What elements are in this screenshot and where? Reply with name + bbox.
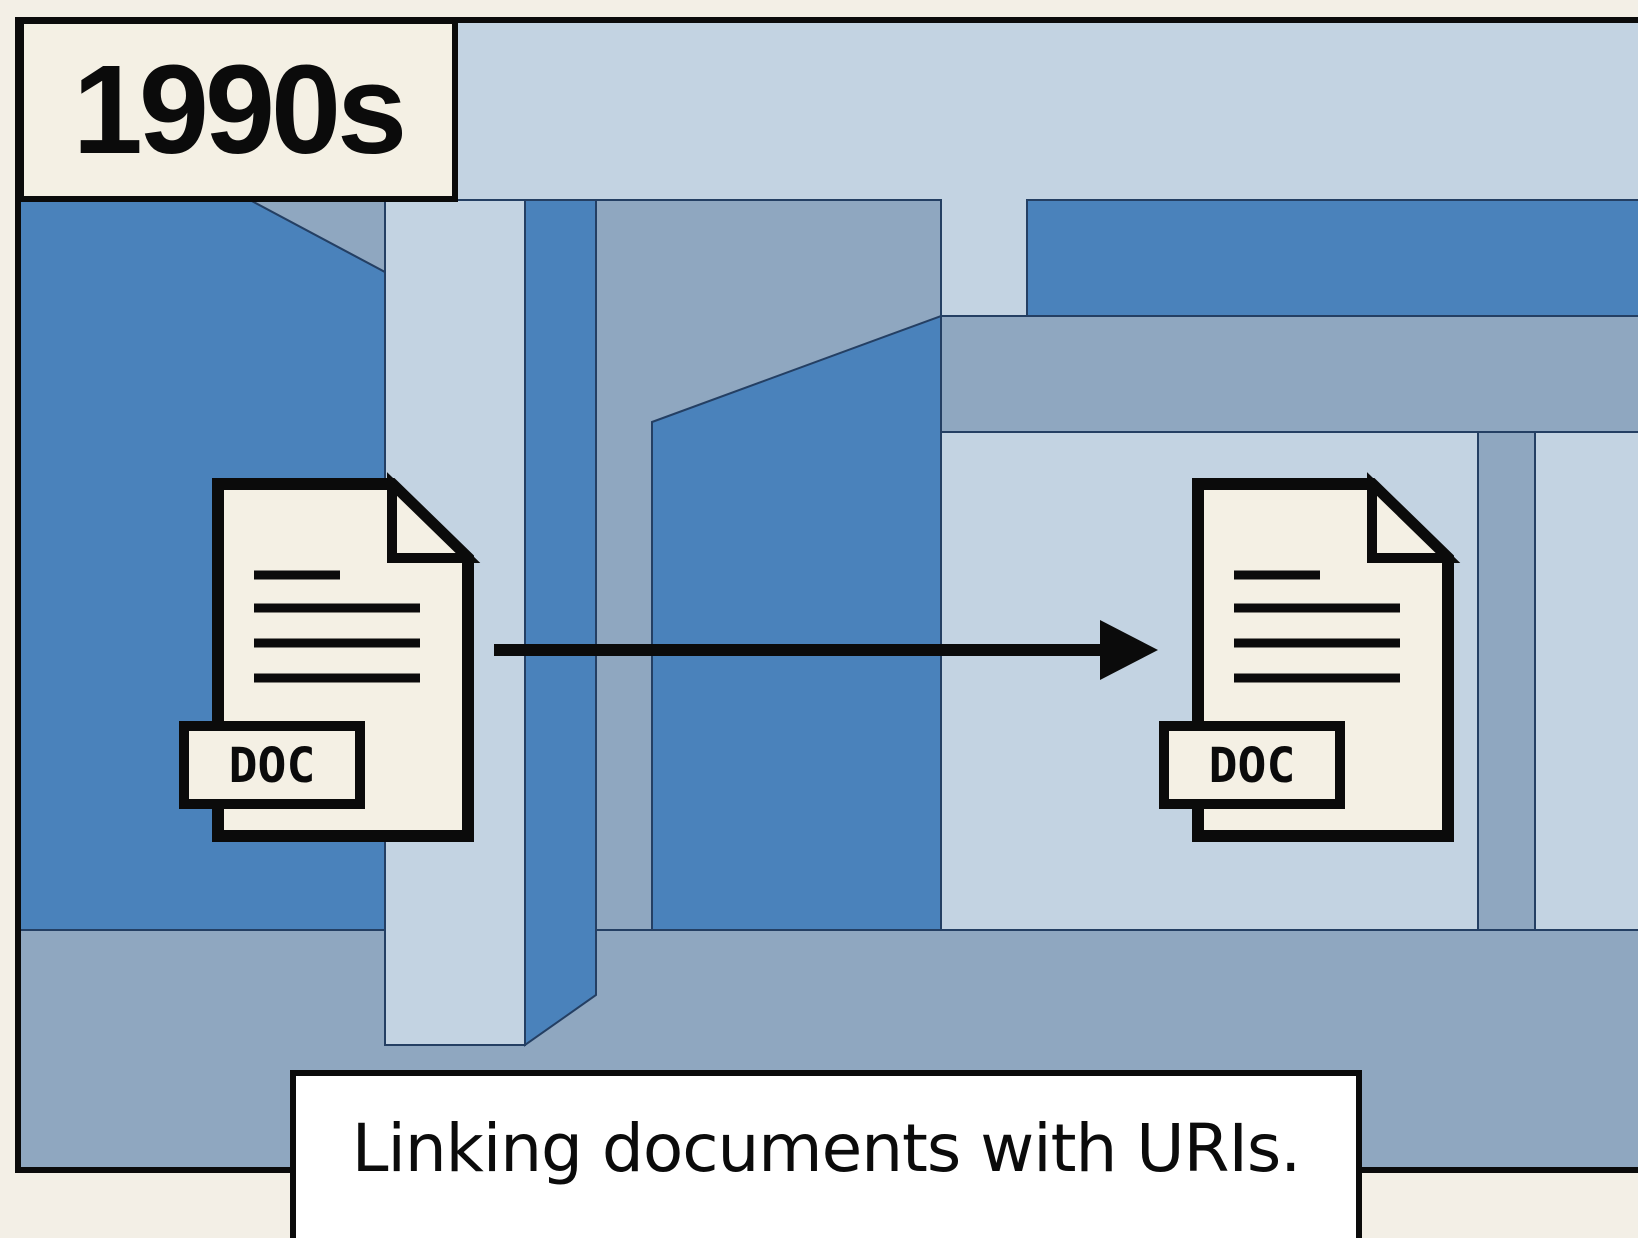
blue-pillar: [524, 199, 597, 1047]
doc-badge-label: DOC: [1209, 738, 1296, 794]
caption-box: Linking documents with URIs.: [290, 1070, 1362, 1238]
source-document: DOC: [179, 472, 481, 842]
arrow-right-icon: [494, 620, 1158, 680]
door-panel: [651, 314, 942, 931]
doc-badge: DOC: [179, 721, 365, 809]
doc-badge-label: DOC: [229, 738, 316, 794]
caption-text: Linking documents with URIs.: [351, 1109, 1302, 1187]
right-shelf: [940, 315, 1638, 433]
frame-outline: [15, 17, 1638, 1173]
doc-badge: DOC: [1159, 721, 1345, 809]
right-divider: [1477, 431, 1536, 931]
right-room-far: [1534, 431, 1638, 931]
era-label: 1990s: [18, 18, 458, 202]
top-right-band: [1026, 199, 1638, 317]
target-document: DOC: [1159, 472, 1461, 842]
